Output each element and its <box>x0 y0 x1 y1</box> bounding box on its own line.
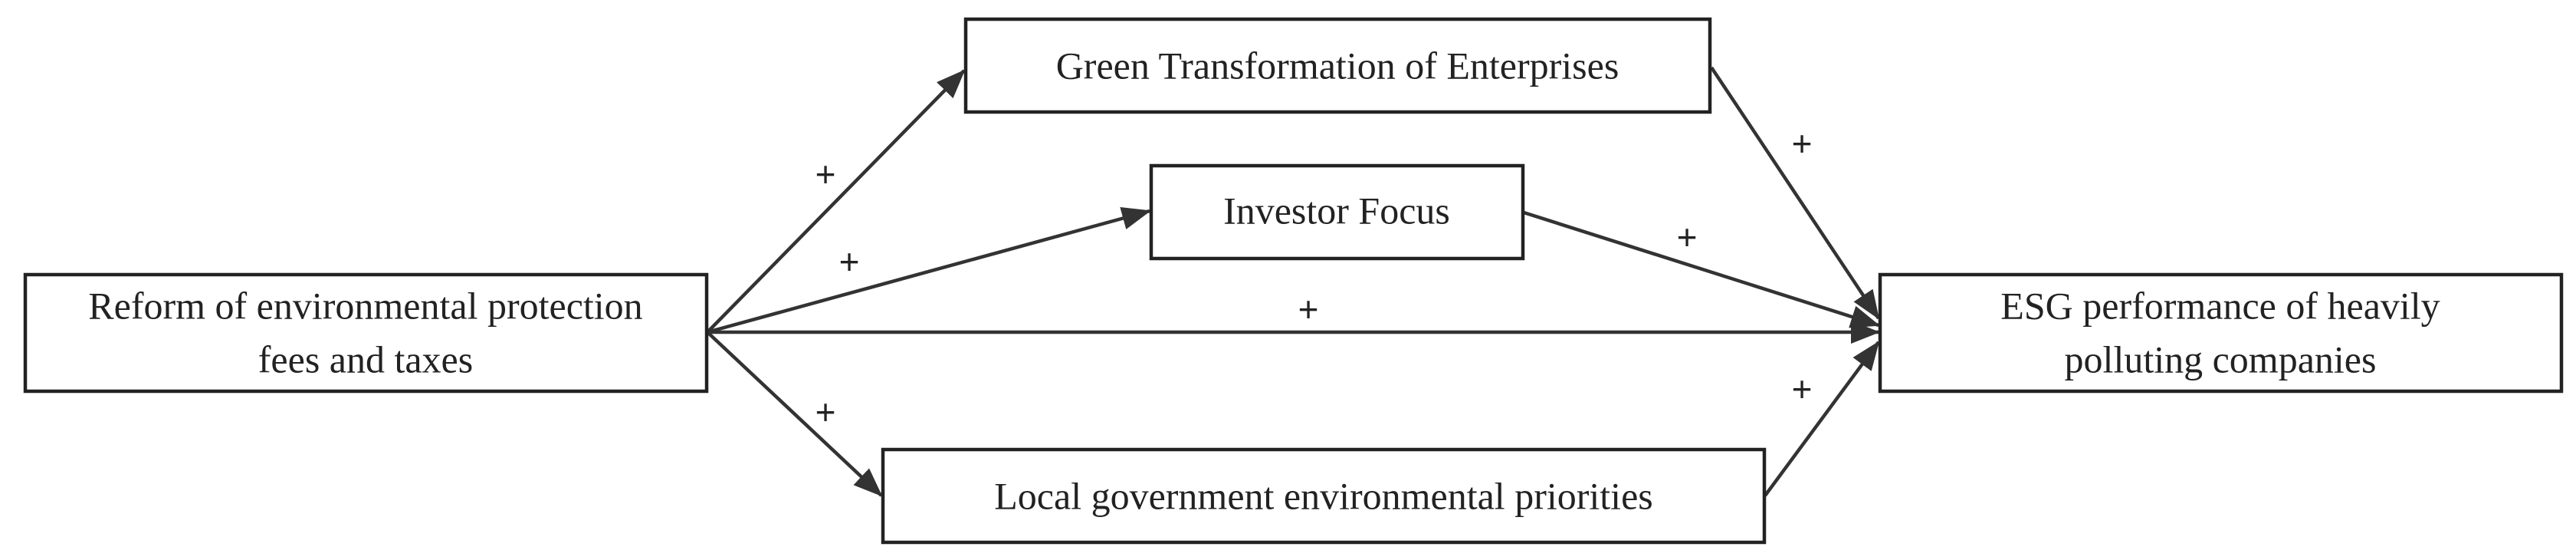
edge-local-gov-to-esg <box>1764 341 1880 497</box>
node-esg-performance-line-1: ESG performance of heavily <box>2000 284 2440 327</box>
node-investor-focus: Investor Focus <box>1149 163 1525 261</box>
node-esg-performance-line-2: polluting companies <box>2065 338 2377 380</box>
edge-label-reform-investor: + <box>839 242 860 282</box>
node-local-government-label: Local government environmental prioritie… <box>994 474 1652 517</box>
edge-green-to-esg <box>1710 66 1880 320</box>
edges-layer <box>706 66 1880 497</box>
edge-labels-layer: + + + + + + + <box>815 124 1813 432</box>
edge-investor-to-esg <box>1523 210 1880 328</box>
edge-label-reform-green: + <box>815 154 836 194</box>
edge-label-investor-esg: + <box>1677 217 1698 257</box>
edge-reform-to-local-gov <box>706 331 883 497</box>
node-local-government: Local government environmental prioritie… <box>881 447 1767 545</box>
node-green-transformation: Green Transformation of Enterprises <box>963 17 1712 114</box>
edge-label-green-esg: + <box>1792 124 1813 163</box>
edge-label-reform-esg: + <box>1298 289 1319 329</box>
node-reform-line-2: fees and taxes <box>258 338 473 380</box>
edge-label-local-gov-esg: + <box>1792 369 1813 409</box>
node-investor-focus-label: Investor Focus <box>1223 189 1450 232</box>
node-esg-performance: ESG performance of heavily polluting com… <box>1878 272 2564 394</box>
edge-reform-to-investor <box>707 207 1151 334</box>
edge-label-reform-local-gov: + <box>815 392 836 432</box>
node-reform-line-1: Reform of environmental protection <box>88 284 642 327</box>
node-green-transformation-label: Green Transformation of Enterprises <box>1056 44 1619 87</box>
edge-reform-to-green <box>706 69 966 334</box>
node-reform: Reform of environmental protection fees … <box>23 272 709 394</box>
